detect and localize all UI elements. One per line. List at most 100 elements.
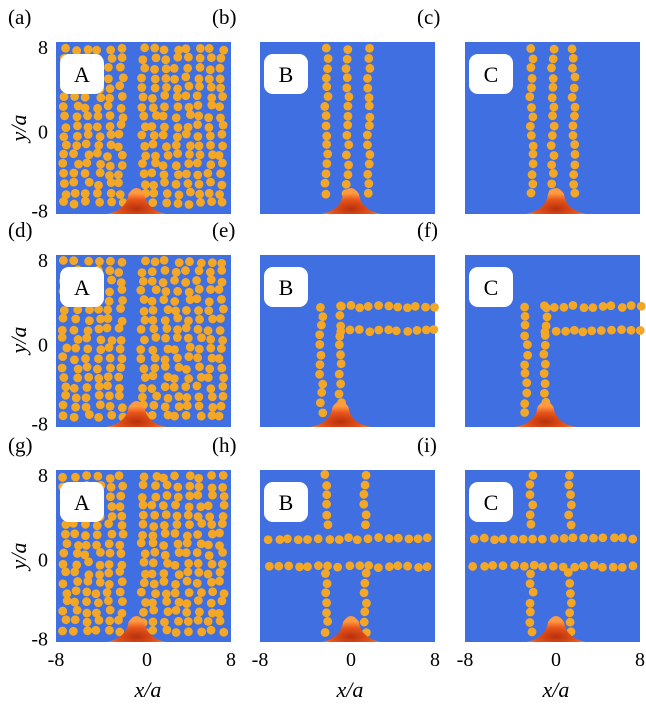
particle [160, 355, 170, 365]
particle [194, 306, 203, 315]
particle [107, 512, 117, 521]
particle [192, 91, 202, 101]
particle [195, 53, 205, 63]
particle [148, 371, 158, 381]
particle [565, 589, 575, 598]
particle [94, 304, 104, 314]
particle [193, 101, 203, 110]
particle [173, 102, 183, 112]
particle [140, 373, 150, 382]
particle [116, 120, 126, 129]
particle [518, 534, 528, 544]
particle [193, 324, 203, 334]
particle [136, 587, 146, 597]
panel-label: (a) [8, 5, 31, 29]
particle [525, 579, 535, 589]
particle [540, 327, 550, 337]
particle [149, 522, 159, 531]
particle [151, 285, 161, 295]
particle [138, 383, 147, 393]
particle [94, 412, 104, 422]
particle [219, 491, 229, 501]
particle [344, 160, 353, 170]
particle [548, 168, 558, 178]
particle [185, 257, 194, 266]
particle [322, 499, 331, 509]
particle [71, 586, 81, 596]
particle [184, 52, 193, 62]
panel: C(f) [417, 218, 646, 427]
particle [170, 560, 180, 570]
particle [148, 315, 158, 325]
particle [203, 501, 213, 511]
particle [564, 510, 574, 520]
particle [194, 266, 204, 276]
particle [568, 63, 577, 73]
particle [385, 562, 394, 572]
y-tick-label: -8 [31, 629, 48, 651]
particle [105, 93, 115, 103]
particle [72, 549, 82, 558]
particle [69, 325, 79, 335]
particle [413, 534, 423, 544]
particle [219, 589, 229, 598]
particle [217, 180, 227, 190]
particle [559, 302, 569, 312]
particle [570, 188, 580, 198]
particle [334, 340, 344, 350]
particle [546, 141, 556, 150]
particle [510, 560, 520, 570]
x-tick-label: -8 [252, 649, 269, 671]
particle [151, 151, 160, 161]
particle [215, 190, 225, 199]
particle [80, 168, 90, 178]
particle [547, 131, 557, 140]
particle [149, 324, 159, 334]
particle [74, 159, 83, 169]
particle [217, 158, 227, 168]
particle [520, 399, 530, 409]
particle [563, 568, 573, 577]
particle [193, 353, 202, 363]
particle [80, 103, 90, 113]
particle [316, 350, 326, 360]
particle [323, 92, 333, 101]
particle [96, 335, 106, 345]
particle [193, 120, 202, 130]
particle [62, 343, 72, 353]
particle [69, 149, 78, 159]
particle [94, 140, 104, 150]
particle [207, 197, 217, 207]
particle [139, 557, 149, 567]
particle [321, 189, 331, 199]
particle [139, 307, 149, 316]
particle [194, 482, 204, 492]
particle [206, 334, 216, 344]
particle [93, 103, 102, 113]
particle [83, 344, 93, 354]
particle [218, 547, 227, 557]
particle [528, 54, 538, 64]
particle [137, 493, 147, 502]
particle [171, 113, 181, 123]
particle [606, 301, 616, 311]
particle [117, 285, 127, 294]
particle [195, 362, 204, 372]
particle [147, 384, 157, 393]
particle [107, 502, 117, 511]
particle [196, 258, 206, 268]
particle [147, 168, 157, 178]
particle [150, 83, 160, 93]
particle [364, 53, 374, 63]
particle [549, 121, 559, 131]
particle [217, 265, 227, 275]
particle [160, 382, 170, 392]
particle [204, 540, 213, 550]
particle [114, 323, 124, 333]
particle [91, 589, 101, 599]
particle [547, 93, 557, 103]
particle [58, 559, 68, 569]
particle [94, 354, 103, 364]
particle [184, 287, 194, 297]
